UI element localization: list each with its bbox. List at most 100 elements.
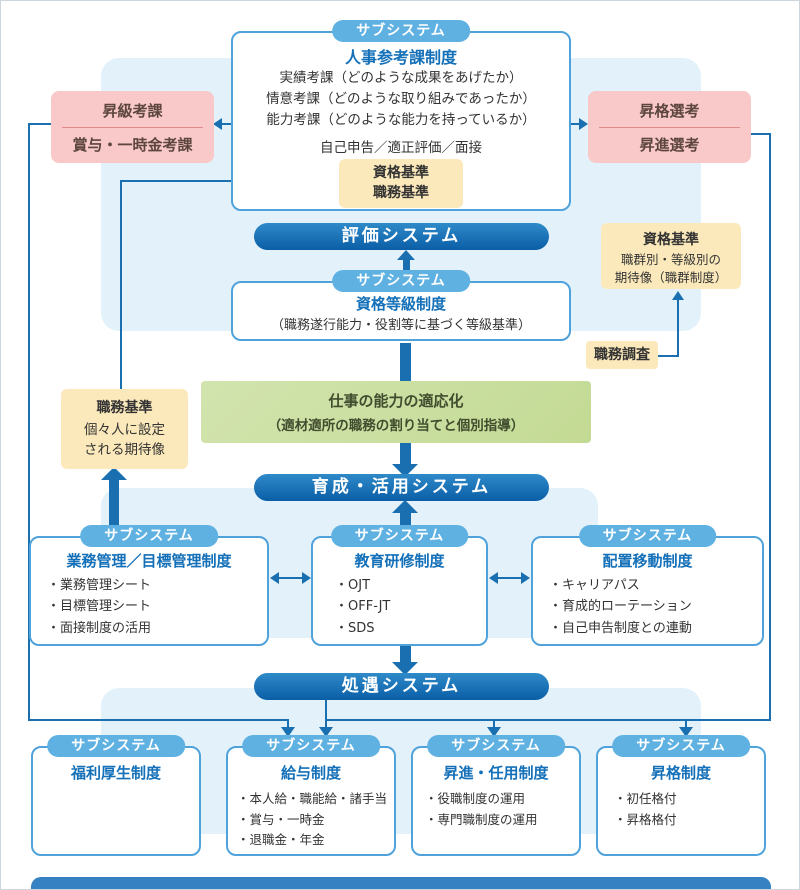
connector-appraisal-to-pinkleft [222, 123, 231, 125]
subsystem-badge: サブシステム [80, 525, 218, 547]
list-item: ・OJT [335, 578, 371, 593]
adaptation-line-1: 仕事の能力の適応化 [328, 392, 464, 410]
appraisal-line-3: 能力考課（どのような能力を持っているか） [266, 111, 536, 128]
qualification-standard-body2: 期待像（職群制度） [614, 270, 728, 286]
connector-jobsurvey-vertical [677, 300, 679, 357]
treatment-system-banner: 処遇システム [254, 673, 549, 700]
job-survey-box: 職務調査 [586, 341, 658, 369]
evaluation-system-banner: 評価システム [254, 223, 549, 250]
connector-left-to-pinkbox [28, 123, 52, 125]
link-edu-relocation [497, 577, 523, 579]
list-item: ・初任格付 [614, 791, 677, 806]
subsystem-badge: サブシステム [332, 20, 470, 42]
upgrade-title: 昇格制度 [650, 764, 711, 782]
qualification-standard-body1: 職群別・等級別の [620, 252, 721, 267]
arrow-right-into-pinkright-icon [579, 118, 588, 130]
work-ability-adaptation-box: 仕事の能力の適応化 （適材適所の職務の割り当てと個別指導） [201, 381, 591, 443]
standards-inner-box: 資格基準 職務基準 [339, 159, 463, 208]
education-training-box: サブシステム 教育研修制度 ・OJT ・OFF-JT ・SDS [311, 525, 488, 646]
stub-mgmt-to-jobstandard [109, 479, 119, 536]
promotion-items: ・役職制度の運用 ・専門職制度の運用 [413, 789, 579, 830]
relocation-title: 配置移動制度 [602, 552, 693, 570]
connector-jobsurvey-horizontal [658, 355, 679, 357]
arrow-up-jobstandard-icon [101, 467, 127, 480]
pinkleft-divider [62, 126, 203, 128]
arrow-down-salary-right-icon [319, 727, 333, 737]
arrow-up-qualification-icon [672, 291, 684, 300]
list-item: ・育成的ローテーション [549, 599, 692, 615]
connector-right-vertical [769, 133, 771, 721]
arrow-up-development-icon [392, 500, 418, 513]
arrow-down-treatment-icon [392, 662, 418, 675]
education-title: 教育研修制度 [354, 552, 445, 570]
qualification-grade-body: （職務遂行能力・役割等に基づく等級基準） [270, 318, 531, 333]
stub-treatment-to-rail [325, 699, 327, 721]
list-item: ・キャリアパス [549, 578, 640, 593]
appraisal-subline: 自己申告／適正評価／面接 [320, 139, 482, 156]
education-items: ・OJT ・OFF-JT ・SDS [313, 575, 486, 639]
list-item: ・本人給・職能給・諸手当 [237, 791, 388, 806]
stub-green-to-dev [400, 443, 411, 465]
list-item: ・賞与・一時金 [237, 811, 325, 827]
pinkright-divider [599, 126, 740, 128]
list-item: ・退職金・年金 [237, 832, 325, 848]
arrow-right-edu-icon [302, 572, 311, 584]
development-system-banner: 育成・活用システム [254, 474, 549, 501]
subsystem-badge: サブシステム [242, 735, 380, 757]
stub-edu-to-treatment [400, 646, 411, 663]
salary-system-box: サブシステム 給与制度 ・本人給・職能給・諸手当 ・賞与・一時金 ・退職金・年金 [226, 735, 396, 856]
connector-appraisal-to-pinkright [571, 123, 580, 125]
drop-salary-left [287, 719, 289, 728]
qualification-standard-box: 資格基準 職群別・等級別の 期待像（職群制度） [601, 223, 741, 289]
connector-jobstandard-vertical [120, 181, 122, 389]
list-item: ・業務管理シート [47, 578, 152, 593]
stub-grade-to-eval [403, 260, 410, 270]
connector-pinkright-out [751, 133, 771, 135]
pinkleft-bottom-label: 賞与・一時金考課 [72, 135, 193, 154]
arrow-left-mgmt-icon [270, 572, 279, 584]
appraisal-line-2: 情意考課（どのような取り組みであったか） [266, 90, 536, 107]
arrow-right-relocation-icon [521, 572, 530, 584]
welfare-system-box: サブシステム 福利厚生制度 [31, 735, 201, 856]
salary-items: ・本人給・職能給・諸手当 ・賞与・一時金 ・退職金・年金 [228, 789, 394, 851]
personnel-appraisal-box: サブシステム 人事参考課制度 実績考課（どのような成果をあげたか） 情意考課（ど… [231, 20, 571, 211]
connector-jobstandard-horizontal [120, 180, 332, 182]
pinkright-bottom-label: 昇進選考 [639, 135, 700, 154]
pinkright-top-label: 昇格選考 [639, 101, 700, 120]
upgrade-system-box: サブシステム 昇格制度 ・初任格付 ・昇格格付 [596, 735, 766, 856]
upgrade-items: ・初任格付 ・昇格格付 [598, 789, 764, 830]
job-standard-body2: される期待像 [84, 442, 165, 459]
standards-line-2: 職務基準 [373, 185, 429, 202]
adaptation-line-2: （適材適所の職務の割り当てと個別指導） [267, 418, 525, 434]
subsystem-badge: サブシステム [47, 735, 185, 757]
rail-bottom-right [326, 719, 771, 721]
list-item: ・目標管理シート [47, 599, 152, 615]
arrow-down-salary-left-icon [281, 727, 295, 737]
relocation-system-box: サブシステム 配置移動制度 ・キャリアパス ・育成的ローテーション ・自己申告制… [531, 525, 764, 646]
arrow-left-into-pinkleft-icon [213, 118, 222, 130]
job-standard-title: 職務基準 [96, 400, 153, 416]
arrow-down-development-icon [392, 464, 418, 477]
list-item: ・昇格格付 [614, 811, 677, 827]
subsystem-badge: サブシステム [578, 525, 717, 547]
drop-promotion [493, 719, 495, 728]
list-item: ・面接制度の活用 [47, 620, 152, 636]
stub-grade-to-green [400, 343, 411, 381]
job-standard-body1: 個々人に設定 [84, 422, 165, 438]
appraisal-line-1: 実績考課（どのような成果をあげたか） [279, 70, 523, 86]
relocation-items: ・キャリアパス ・育成的ローテーション ・自己申告制度との連動 [533, 575, 762, 639]
arrow-down-upgrade-icon [679, 727, 693, 737]
drop-salary-right [325, 719, 327, 728]
grade-appraisal-pinkbox: 昇級考課 賞与・一時金考課 [51, 91, 214, 163]
arrow-left-edu-icon [489, 572, 498, 584]
qualification-standard-title: 資格基準 [643, 232, 699, 248]
subsystem-badge: サブシステム [332, 270, 470, 292]
management-title: 業務管理／目標管理制度 [66, 552, 232, 570]
pinkleft-top-label: 昇級考課 [102, 101, 163, 120]
job-standard-box: 職務基準 個々人に設定 される期待像 [61, 389, 188, 469]
subsystem-badge: サブシステム [612, 735, 750, 757]
subsystem-badge: サブシステム [427, 735, 565, 757]
standards-line-1: 資格基準 [373, 165, 429, 181]
rail-bottom-left [28, 719, 289, 721]
link-mgmt-edu [278, 577, 304, 579]
